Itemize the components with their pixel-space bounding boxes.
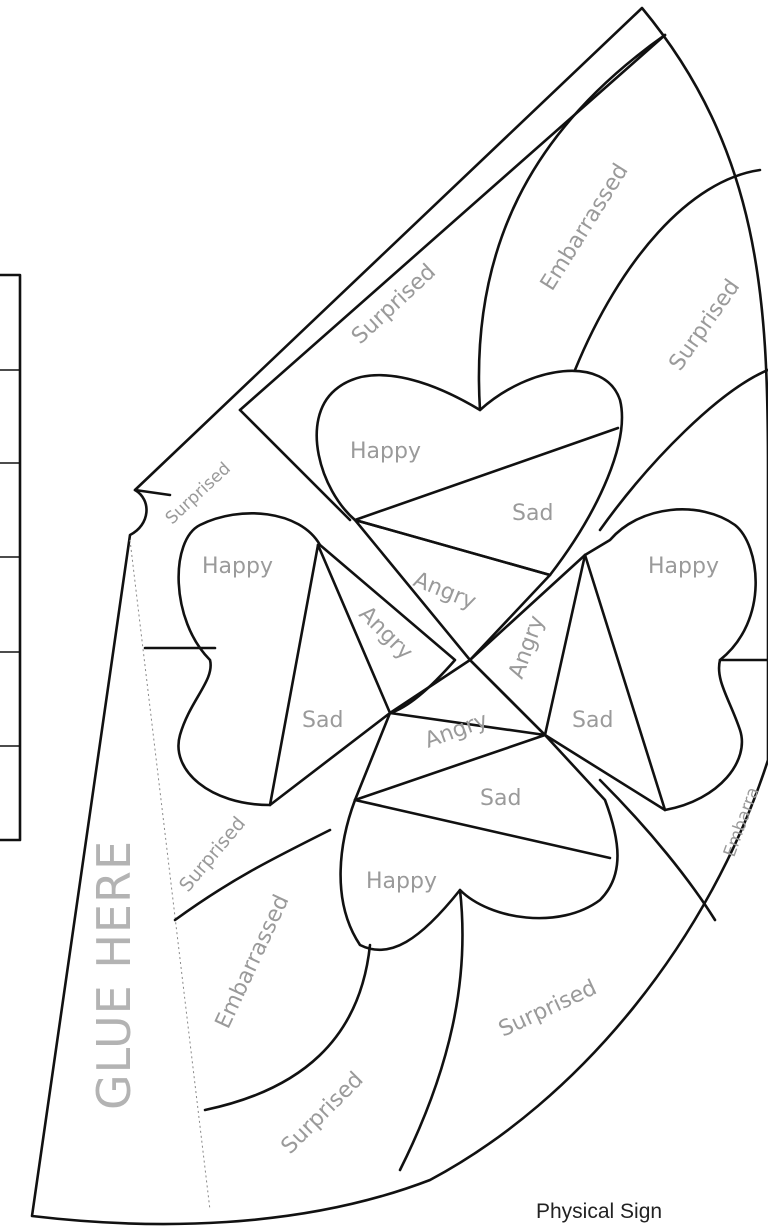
label-surprised-bottom: Surprised <box>495 975 601 1042</box>
fan-outline <box>32 8 768 1224</box>
label-angry-left: Angry <box>354 602 418 666</box>
label-surprised-bottom-2: Surprised <box>277 1067 369 1159</box>
label-embarrassed-top: Embarrassed <box>536 159 634 295</box>
label-surprised-bottom-left: Surprised <box>175 813 250 897</box>
heart-bottom <box>341 713 618 950</box>
label-sad-top: Sad <box>512 501 553 526</box>
label-sad-left: Sad <box>302 708 343 733</box>
label-angry-top: Angry <box>410 567 480 615</box>
left-table-fragment <box>0 275 20 840</box>
label-sad-bottom: Sad <box>480 786 521 811</box>
label-happy-right: Happy <box>648 554 719 579</box>
label-happy-left: Happy <box>202 554 273 579</box>
footer-caption: Physical Sign <box>536 1200 662 1223</box>
label-embarrassed-bottom: Embarrassed <box>211 891 295 1032</box>
label-happy-bottom: Happy <box>366 869 437 894</box>
label-surprised-top-right: Surprised <box>664 275 745 375</box>
label-sad-right: Sad <box>572 708 613 733</box>
label-angry-bottom: Angry <box>422 708 492 754</box>
glue-here-label: GLUE HERE <box>87 840 141 1110</box>
label-happy-top: Happy <box>350 439 421 464</box>
label-surprised-left: Surprised <box>162 459 235 529</box>
heart-top <box>317 371 622 575</box>
label-embarrassed-right: Embarra <box>720 785 764 860</box>
